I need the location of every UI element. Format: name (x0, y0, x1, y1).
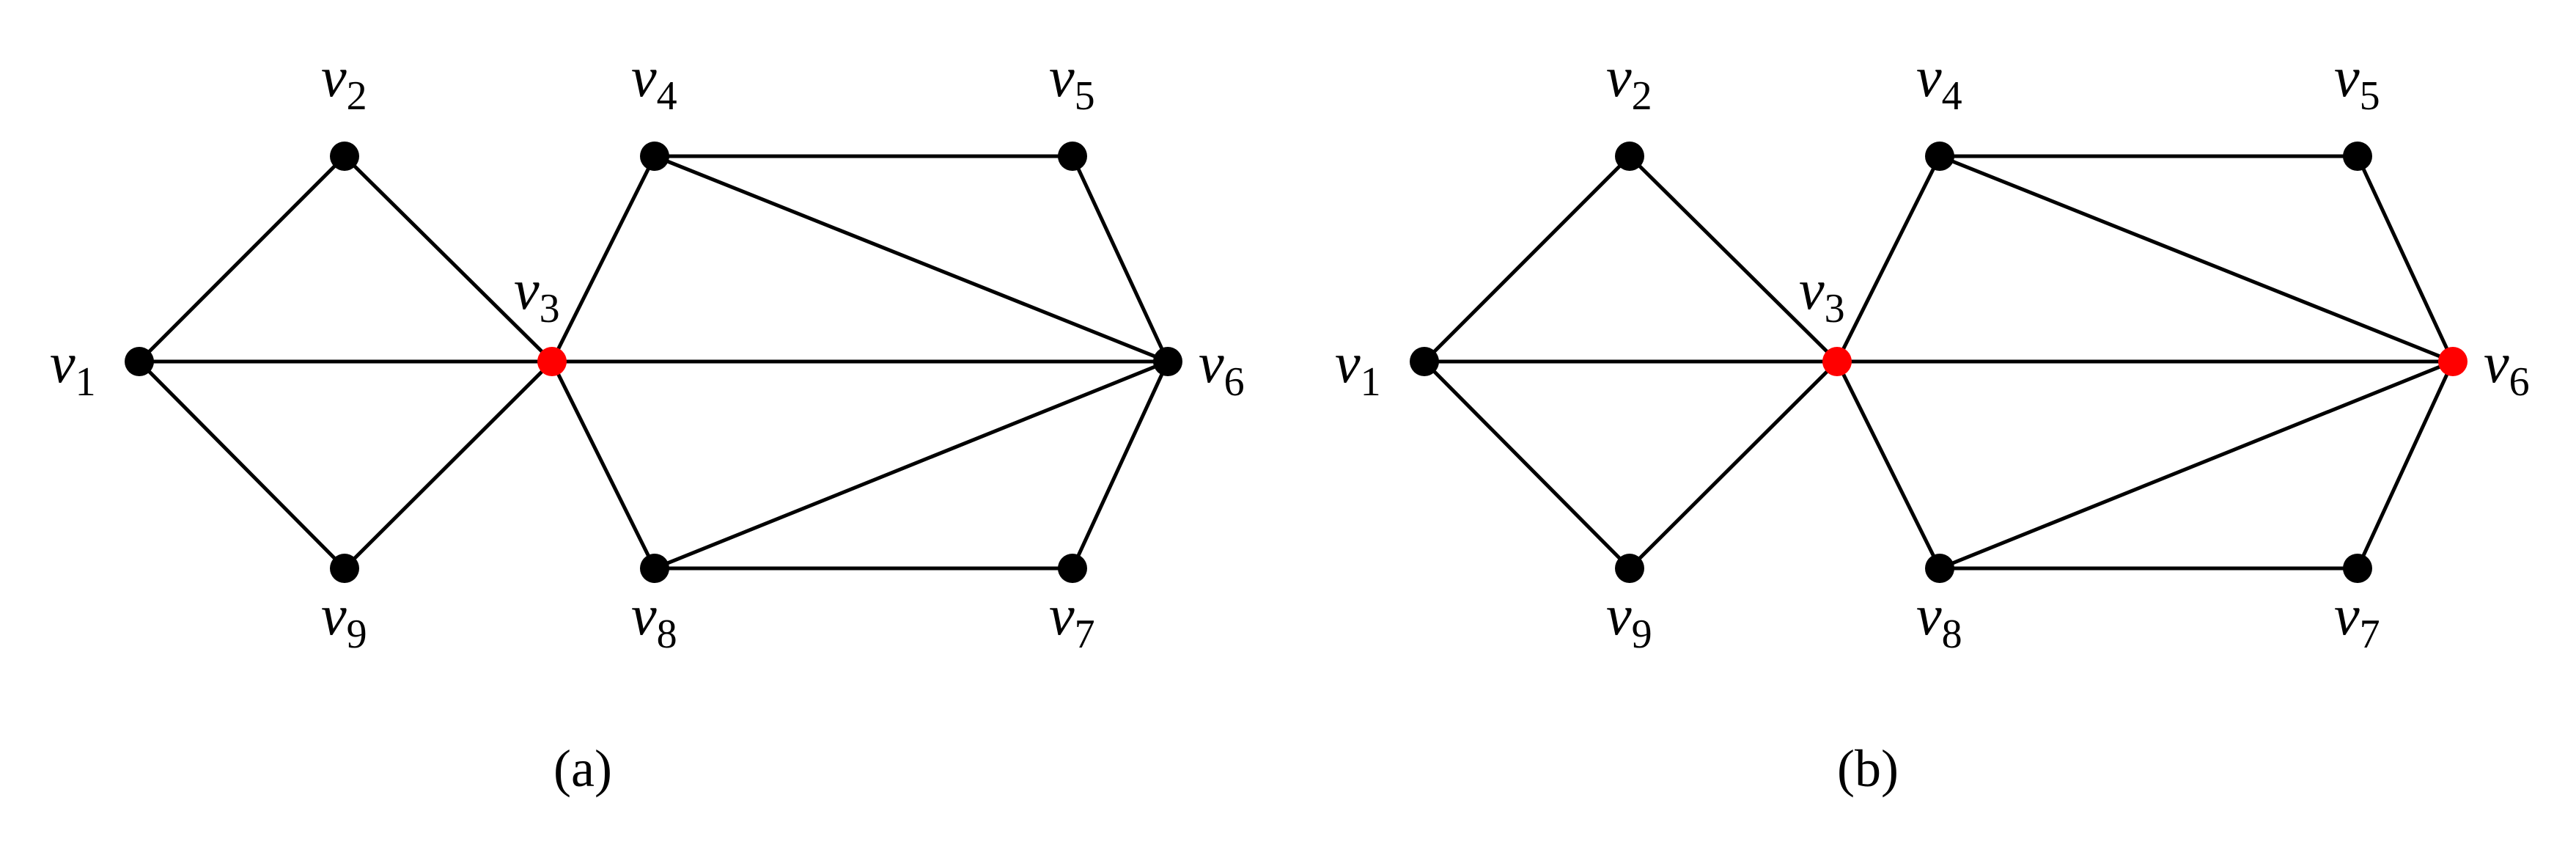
vertex-b-v7 (2343, 554, 2372, 583)
edge-b-v2-v3 (1627, 154, 1839, 364)
vertex-label-b-v7: v7 (2334, 583, 2380, 657)
vertex-a-v7 (1058, 554, 1087, 583)
vertex-label-b-v1: v1 (1335, 331, 1381, 405)
edge-a-v8-v6 (652, 359, 1170, 571)
edge-b-v1-v9 (1422, 359, 1632, 571)
vertex-label-b-v4: v4 (1916, 45, 1962, 119)
vertex-b-v2 (1615, 142, 1644, 171)
vertex-label-b-v6: v6 (2484, 331, 2530, 405)
vertex-b-v6 (2438, 347, 2468, 376)
edge-b-v5-v6 (2355, 154, 2455, 364)
vertex-a-v2 (330, 142, 359, 171)
vertex-a-v8 (640, 554, 669, 583)
edge-a-v1-v2 (137, 154, 347, 364)
vertex-label-b-v5: v5 (2334, 45, 2380, 119)
vertex-b-v5 (2343, 142, 2372, 171)
vertex-label-a-v7: v7 (1049, 583, 1095, 657)
vertex-b-v3 (1822, 347, 1852, 376)
panel-b: v1 v2 v3 v4 v5 v6 v7 v8 v9 (b) (1335, 45, 2530, 798)
edge-b-v4-v6 (1937, 154, 2455, 364)
edge-b-v8-v6 (1937, 359, 2455, 571)
vertex-label-a-v3: v3 (514, 257, 560, 331)
edge-a-v1-v9 (137, 359, 347, 571)
panel-a: v1 v2 v3 v4 v5 v6 v7 v8 v9 (a) (50, 45, 1245, 798)
edge-b-v1-v2 (1422, 154, 1632, 364)
edge-b-v3-v8 (1835, 359, 1942, 571)
vertex-label-b-v3: v3 (1799, 257, 1845, 331)
vertex-b-v9 (1615, 554, 1644, 583)
vertex-label-a-v1: v1 (50, 331, 96, 405)
edge-a-v7-v6 (1070, 359, 1170, 571)
vertex-label-a-v9: v9 (321, 583, 367, 657)
vertex-label-a-v4: v4 (631, 45, 677, 119)
edge-b-v7-v6 (2355, 359, 2455, 571)
edge-b-v3-v4 (1835, 154, 1942, 364)
edge-a-v2-v3 (342, 154, 554, 364)
vertex-a-v9 (330, 554, 359, 583)
vertex-label-a-v6: v6 (1199, 331, 1245, 405)
vertex-a-v5 (1058, 142, 1087, 171)
edge-a-v5-v6 (1070, 154, 1170, 364)
vertex-label-b-v9: v9 (1606, 583, 1652, 657)
caption-a: (a) (553, 739, 612, 798)
edge-a-v3-v8 (550, 359, 657, 571)
vertex-b-v8 (1925, 554, 1954, 583)
vertex-a-v6 (1153, 347, 1182, 376)
edge-a-v9-v3 (342, 359, 554, 571)
vertex-a-v3 (537, 347, 567, 376)
caption-b: (b) (1837, 739, 1899, 798)
edge-b-v9-v3 (1627, 359, 1839, 571)
vertex-label-b-v2: v2 (1606, 45, 1652, 119)
edge-a-v4-v6 (652, 154, 1170, 364)
vertex-label-b-v8: v8 (1916, 583, 1962, 657)
vertex-b-v1 (1410, 347, 1439, 376)
vertex-a-v4 (640, 142, 669, 171)
vertex-label-a-v8: v8 (631, 583, 677, 657)
vertex-b-v4 (1925, 142, 1954, 171)
edge-a-v3-v4 (550, 154, 657, 364)
vertex-a-v1 (125, 347, 154, 376)
vertex-label-a-v2: v2 (321, 45, 367, 119)
vertex-label-a-v5: v5 (1049, 45, 1095, 119)
